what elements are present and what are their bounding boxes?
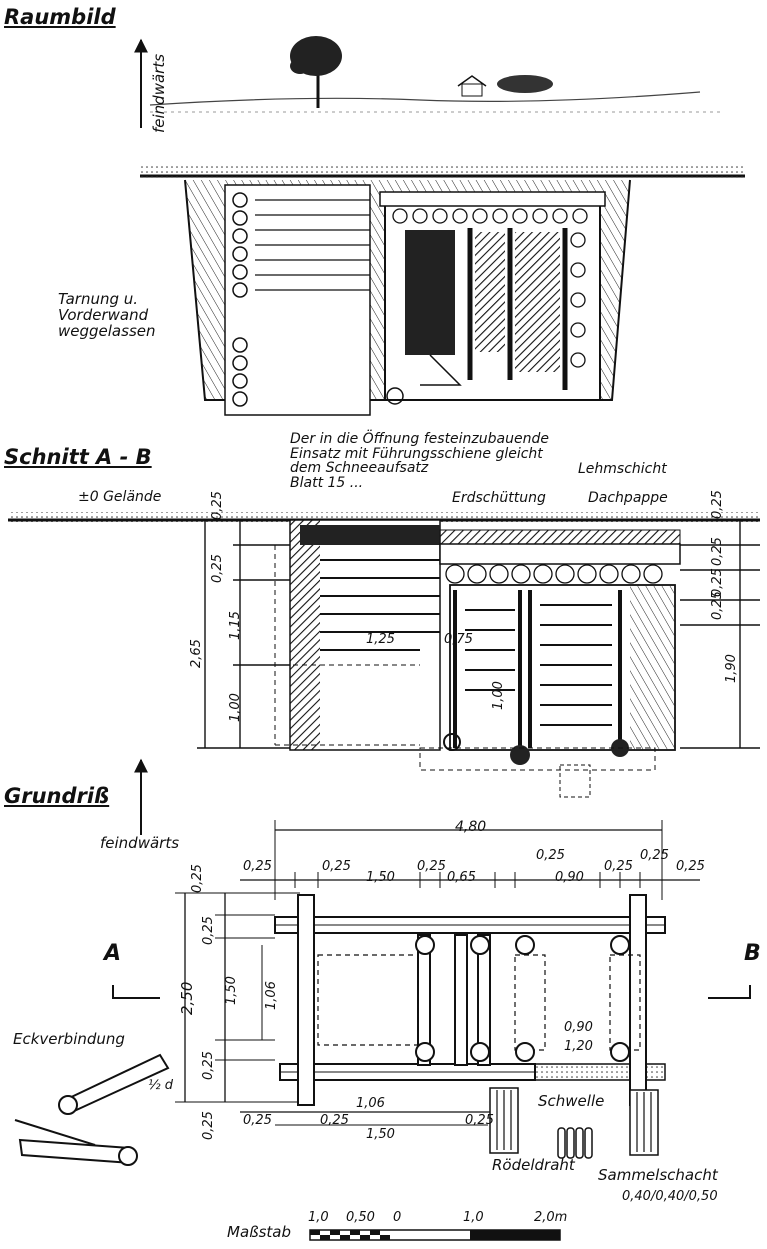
ground-level-label: ±0 Gelände [78,489,162,505]
schnitt-left-dim-total: 2,65 [189,639,204,668]
schnitt-inner-dim-a: 1,25 [366,632,395,647]
grundriss-left-dim-e: 0,25 [201,1111,216,1140]
sammelschacht-dims: 0,40/0,40/0,50 [622,1189,718,1204]
section-label-a: A [104,941,122,966]
tree-icon [290,36,342,108]
grundriss-left-dim-inner: 1,06 [264,981,279,1010]
schnitt-left-dim-a: 0,25 [210,491,225,520]
section-marker-b [708,985,751,999]
roedeldraht-label: Rödeldraht [492,1156,575,1174]
schnitt-inner-dim-c: 1,00 [491,681,506,710]
grundriss-bottom-dim-e: 0,25 [465,1113,494,1128]
grundriss-bottom-dim-d: 1,50 [366,1127,395,1142]
grundriss-bottom-dim-b: 0,25 [320,1113,349,1128]
scale-tick-1: 0,50 [346,1210,375,1225]
raumbild-view [134,36,745,416]
grundriss-top-dim-7: 0,25 [604,859,633,874]
schnitt-left-dim-b: 0,25 [210,554,225,583]
grundriss-top-dim-4: 0,65 [447,870,476,885]
grundriss-top-dim-0: 0,25 [243,859,272,874]
grundriss-view [14,758,751,1166]
schwelle-label: Schwelle [538,1092,605,1110]
raumbild-note: Tarnung u. Vorderwand weggelassen [58,290,156,340]
grundriss-top-dim-6: 0,90 [555,870,584,885]
grundriss-left-dim-d: 0,25 [201,1051,216,1080]
lehmschicht-label: Lehmschicht [578,461,667,477]
raumbild-heading: Raumbild [4,5,116,29]
grundriss-left-dim-a: 0,25 [190,864,205,893]
schnitt-right-dim-b: 0,25 [710,537,725,566]
grundriss-left-dim-b: 0,25 [201,916,216,945]
erdschuettung-label: Erdschüttung [452,490,546,506]
grundriss-bottom-dim-a: 0,25 [243,1113,272,1128]
schnitt-left-dim-c: 1,15 [228,611,243,640]
grundriss-right-inner-b: 1,20 [564,1039,593,1054]
grundriss-top-dim-5: 0,25 [536,848,565,863]
sammelschacht-label: Sammelschacht [598,1166,718,1184]
scale-tick-3: 1,0 [463,1210,484,1225]
grundriss-right-inner-a: 0,90 [564,1020,593,1035]
grundriss-top-dim-1: 0,25 [322,859,351,874]
half-d-label: ½ d [148,1078,173,1093]
scale-bar [309,1229,561,1241]
schnitt-left-dim-d: 1,00 [228,693,243,722]
grundriss-top-dim-2: 1,50 [366,870,395,885]
grundriss-heading: Grundriß [4,784,110,808]
grundriss-direction-label: feindwärts [100,834,180,852]
dachpappe-label: Dachpappe [588,490,668,506]
schnitt-note: Der in die Öffnung festeinzubauende Eins… [290,431,549,492]
schnitt-right-dim-a: 0,25 [710,490,725,519]
house-icon [457,75,553,97]
scale-tick-2: 0 [393,1210,402,1225]
section-label-b: B [744,941,761,966]
schnitt-inner-dim-b: 0,75 [444,632,473,647]
raumbild-direction-label: feindwärts [150,53,168,133]
schnitt-right-dim-total: 1,90 [724,654,739,683]
schnitt-heading: Schnitt A - B [4,445,152,469]
scale-tick-4: 2,0m [534,1210,568,1225]
grundriss-total-width: 4,80 [455,819,487,835]
sammelschacht-icon [557,1127,593,1159]
eckverbindung-label: Eckverbindung [13,1030,125,1048]
grundriss-left-dim-c: 1,50 [224,976,239,1005]
scale-label: Maßstab [227,1223,291,1241]
schnitt-right-dim-d: 0,25 [710,591,725,620]
grundriss-left-dim-total: 2,50 [178,981,196,1015]
grundriss-top-dim-3: 0,25 [417,859,446,874]
grundriss-top-dim-9: 0,25 [676,859,705,874]
grundriss-bottom-dim-c: 1,06 [356,1096,385,1111]
schnitt-view [8,512,760,798]
eckverbindung-icon [14,1053,170,1166]
scale-tick-0: 1,0 [308,1210,329,1225]
section-marker-a [112,985,160,999]
grundriss-top-dim-8: 0,25 [640,848,669,863]
